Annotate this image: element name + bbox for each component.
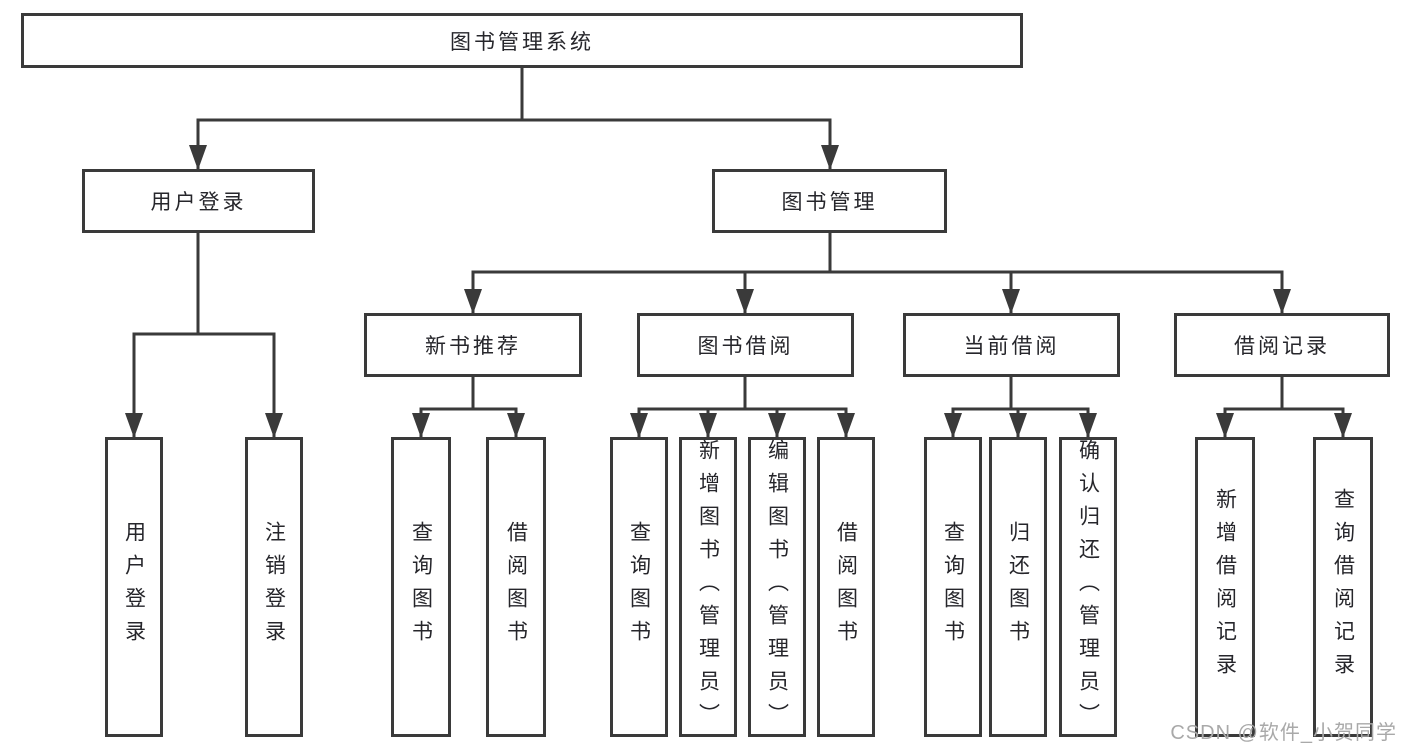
leaf-query-books-current: 查询图书 [924,437,982,737]
leaf-query-books-recommend-label: 查询图书 [409,521,433,653]
leaf-query-books-recommend: 查询图书 [391,437,451,737]
leaf-borrow-books-borrowing-label: 借阅图书 [834,521,858,653]
leaf-return-books: 归还图书 [989,437,1047,737]
node-user-login-label: 用户登录 [150,191,247,214]
leaf-add-borrow-record-label: 新增借阅记录 [1213,488,1237,686]
leaf-add-books-admin: 新增图书（管理员） [679,437,737,737]
leaf-query-borrow-record: 查询借阅记录 [1313,437,1373,737]
node-borrowing-records-label: 借阅记录 [1234,335,1330,358]
leaf-query-books-borrowing-label: 查询图书 [627,521,651,653]
leaf-edit-books-admin-label: 编辑图书（管理员） [765,438,789,736]
leaf-logout-login: 注销登录 [245,437,303,737]
node-book-management: 图书管理 [712,169,947,233]
node-library-system: 图书管理系统 [21,13,1023,68]
leaf-confirm-return-admin: 确认归还（管理员） [1059,437,1117,737]
leaf-user-login-label: 用户登录 [122,521,146,653]
node-new-book-recommendation: 新书推荐 [364,313,582,377]
node-book-borrowing-label: 图书借阅 [697,335,794,358]
node-book-borrowing: 图书借阅 [637,313,854,377]
node-current-borrowing-label: 当前借阅 [963,335,1060,358]
leaf-add-books-admin-label: 新增图书（管理员） [696,438,720,736]
leaf-add-borrow-record: 新增借阅记录 [1195,437,1255,737]
leaf-return-books-label: 归还图书 [1006,521,1030,653]
leaf-edit-books-admin: 编辑图书（管理员） [748,437,806,737]
node-library-system-label: 图书管理系统 [450,30,594,54]
leaf-confirm-return-admin-label: 确认归还（管理员） [1076,438,1100,736]
leaf-query-books-borrowing: 查询图书 [610,437,668,737]
leaf-query-books-current-label: 查询图书 [941,521,965,653]
arrowheads [125,145,1352,438]
node-borrowing-records: 借阅记录 [1174,313,1390,377]
node-book-management-label: 图书管理 [781,191,878,214]
leaf-borrow-books-recommend-label: 借阅图书 [504,521,528,653]
leaf-borrow-books-borrowing: 借阅图书 [817,437,875,737]
node-current-borrowing: 当前借阅 [903,313,1120,377]
leaf-user-login: 用户登录 [105,437,163,737]
leaf-query-borrow-record-label: 查询借阅记录 [1331,488,1355,686]
leaf-logout-login-label: 注销登录 [262,521,286,653]
leaf-borrow-books-recommend: 借阅图书 [486,437,546,737]
csdn-watermark: CSDN @软件_小贺同学 [1170,722,1397,744]
node-new-book-recommendation-label: 新书推荐 [425,335,521,358]
node-user-login: 用户登录 [82,169,315,233]
